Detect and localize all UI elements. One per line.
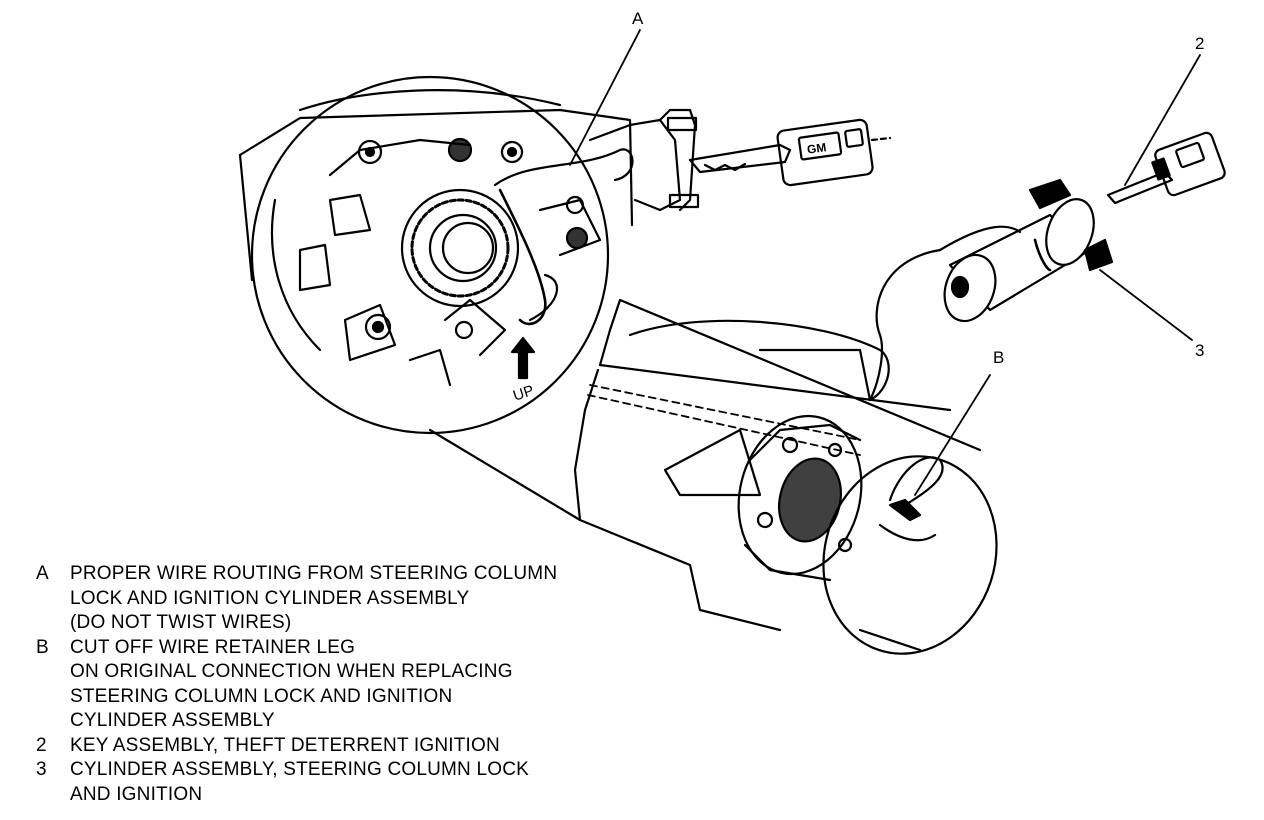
legend-text: CYLINDER ASSEMBLY, STEERING COLUMN LOCK …: [70, 759, 529, 805]
legend-key: 2: [36, 734, 47, 756]
key-brand-label: GM: [806, 140, 827, 157]
leader-lines: [569, 29, 1201, 496]
legend-item-a: A PROPER WIRE ROUTING FROM STEERING COLU…: [36, 562, 636, 636]
column-housing: [238, 108, 998, 655]
wire-retainer: [878, 456, 944, 542]
legend-key: B: [36, 636, 49, 658]
leader-a: [569, 29, 641, 166]
callout-2: 2: [1195, 34, 1204, 53]
leader-b: [914, 374, 991, 496]
up-label: UP: [511, 382, 536, 405]
legend-text: PROPER WIRE ROUTING FROM STEERING COLUMN…: [70, 563, 558, 633]
key-in-lock: [688, 118, 892, 187]
leader-3: [1099, 269, 1193, 341]
callout-b: B: [993, 348, 1004, 367]
up-arrow-icon: [510, 336, 536, 380]
legend: A PROPER WIRE ROUTING FROM STEERING COLU…: [36, 562, 636, 807]
legend-item-3: 3 CYLINDER ASSEMBLY, STEERING COLUMN LOC…: [36, 758, 636, 807]
callout-a: A: [632, 9, 644, 28]
lock-cylinder: [868, 178, 1114, 402]
key-assembly: [1106, 131, 1226, 205]
legend-key: 3: [36, 759, 47, 780]
legend-item-b: B CUT OFF WIRE RETAINER LEG ON ORIGINAL …: [36, 636, 636, 734]
legend-item-2: 2 KEY ASSEMBLY, THEFT DETERRENT IGNITION: [36, 734, 636, 759]
lock-plate: [250, 75, 700, 435]
legend-text: KEY ASSEMBLY, THEFT DETERRENT IGNITION: [70, 734, 500, 756]
legend-key: A: [36, 563, 49, 584]
leader-2: [1124, 54, 1201, 186]
legend-text: CUT OFF WIRE RETAINER LEG ON ORIGINAL CO…: [70, 636, 513, 732]
callout-3: 3: [1195, 341, 1204, 360]
